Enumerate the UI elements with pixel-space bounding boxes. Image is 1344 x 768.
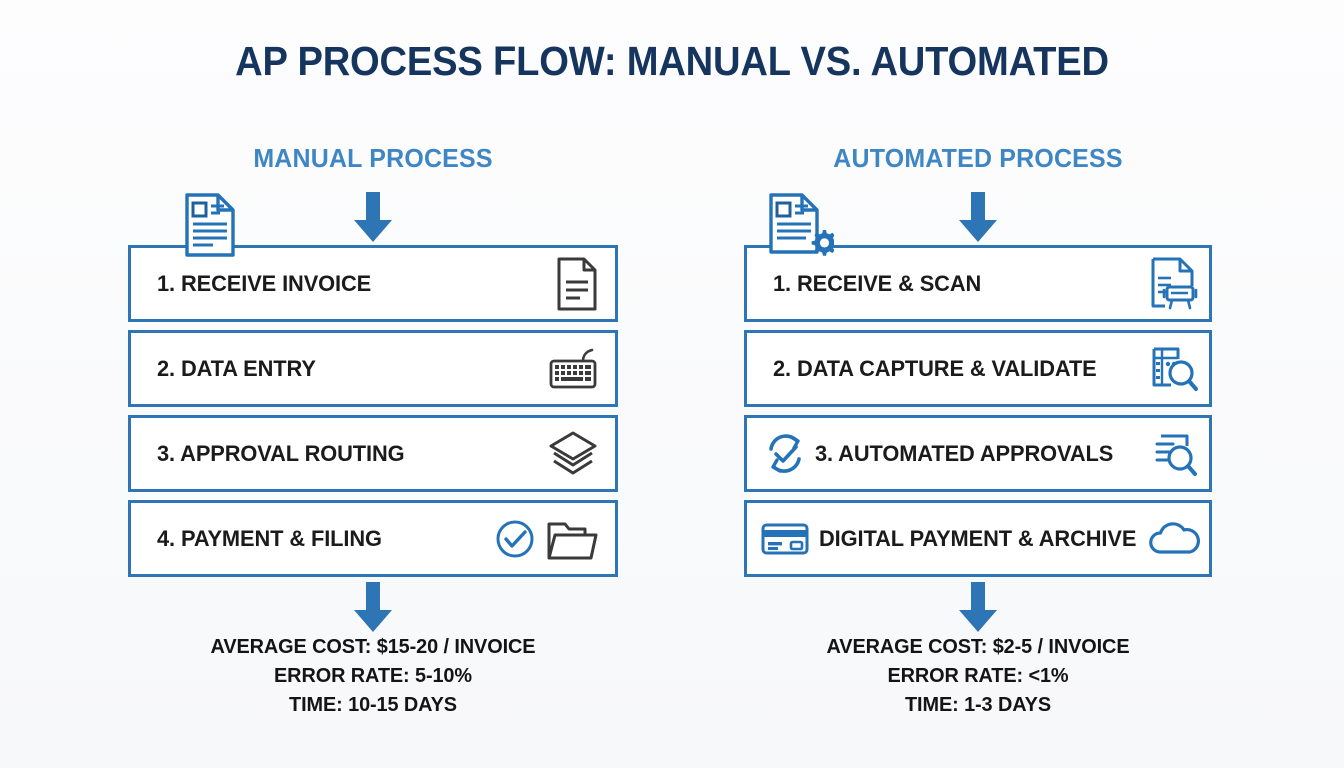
automated-column-header: AUTOMATED PROCESS bbox=[833, 143, 1123, 173]
list-search-icon bbox=[1149, 430, 1199, 478]
automated-step-4-icons bbox=[1146, 519, 1202, 559]
automated-step-3-icons bbox=[1149, 430, 1199, 478]
data-search-icon bbox=[1149, 345, 1199, 393]
document-scanner-icon bbox=[1147, 256, 1199, 312]
automated-step-2[interactable]: 2. DATA CAPTURE & VALIDATE bbox=[744, 330, 1212, 407]
manual-step-2-icons bbox=[547, 347, 599, 391]
manual-step-4[interactable]: 4. PAYMENT & FILING bbox=[128, 500, 618, 577]
manual-step-1-icons bbox=[555, 257, 599, 311]
manual-summary-error: ERROR RATE: 5-10% bbox=[274, 664, 472, 687]
manual-step-3-label: 3. APPROVAL ROUTING bbox=[157, 440, 405, 466]
automated-step-3-label: 3. AUTOMATED APPROVALS bbox=[815, 440, 1114, 466]
automated-summary-cost: AVERAGE COST: $2-5 / INVOICE bbox=[826, 635, 1130, 658]
layers-icon bbox=[547, 429, 599, 479]
automated-step-1[interactable]: 1. RECEIVE & SCAN bbox=[744, 245, 1212, 322]
manual-step-2[interactable]: 2. DATA ENTRY bbox=[128, 330, 618, 407]
automated-step-3[interactable]: 3. AUTOMATED APPROVALS bbox=[744, 415, 1212, 492]
automated-step-1-label: 1. RECEIVE & SCAN bbox=[773, 270, 982, 296]
manual-step-1-label: 1. RECEIVE INVOICE bbox=[157, 270, 372, 296]
automated-summary-time: TIME: 1-3 DAYS bbox=[905, 693, 1051, 716]
refresh-check-icon bbox=[761, 429, 811, 479]
page-title: AP PROCESS FLOW: MANUAL VS. AUTOMATED bbox=[235, 38, 1109, 84]
document-icon bbox=[555, 257, 599, 311]
credit-card-icon bbox=[761, 521, 809, 557]
manual-summary-cost: AVERAGE COST: $15-20 / INVOICE bbox=[210, 635, 536, 658]
automated-step-1-icons bbox=[1147, 256, 1199, 312]
manual-column-header: MANUAL PROCESS bbox=[253, 143, 493, 173]
check-circle-icon bbox=[493, 517, 537, 561]
automated-step-4-label: DIGITAL PAYMENT & ARCHIVE bbox=[819, 525, 1137, 551]
manual-step-4-icons bbox=[493, 516, 599, 562]
keyboard-icon bbox=[547, 347, 599, 391]
automated-step-4[interactable]: DIGITAL PAYMENT & ARCHIVE bbox=[744, 500, 1212, 577]
folder-icon bbox=[545, 516, 599, 562]
down-arrow-icon bbox=[351, 582, 395, 634]
document-gear-icon bbox=[766, 192, 834, 258]
down-arrow-icon bbox=[351, 192, 395, 244]
down-arrow-icon bbox=[956, 192, 1000, 244]
document-icon bbox=[182, 192, 238, 258]
automated-summary: AVERAGE COST: $2-5 / INVOICE ERROR RATE:… bbox=[744, 632, 1212, 719]
manual-step-3-icons bbox=[547, 429, 599, 479]
automated-step-2-icons bbox=[1149, 345, 1199, 393]
manual-step-3[interactable]: 3. APPROVAL ROUTING bbox=[128, 415, 618, 492]
manual-step-4-label: 4. PAYMENT & FILING bbox=[157, 525, 382, 551]
automated-step-2-label: 2. DATA CAPTURE & VALIDATE bbox=[773, 355, 1097, 381]
manual-step-2-label: 2. DATA ENTRY bbox=[157, 355, 316, 381]
manual-summary: AVERAGE COST: $15-20 / INVOICE ERROR RAT… bbox=[128, 632, 618, 719]
cloud-icon bbox=[1146, 519, 1202, 559]
automated-summary-error: ERROR RATE: <1% bbox=[887, 664, 1069, 687]
manual-step-1[interactable]: 1. RECEIVE INVOICE bbox=[128, 245, 618, 322]
manual-summary-time: TIME: 10-15 DAYS bbox=[289, 693, 457, 716]
down-arrow-icon bbox=[956, 582, 1000, 634]
